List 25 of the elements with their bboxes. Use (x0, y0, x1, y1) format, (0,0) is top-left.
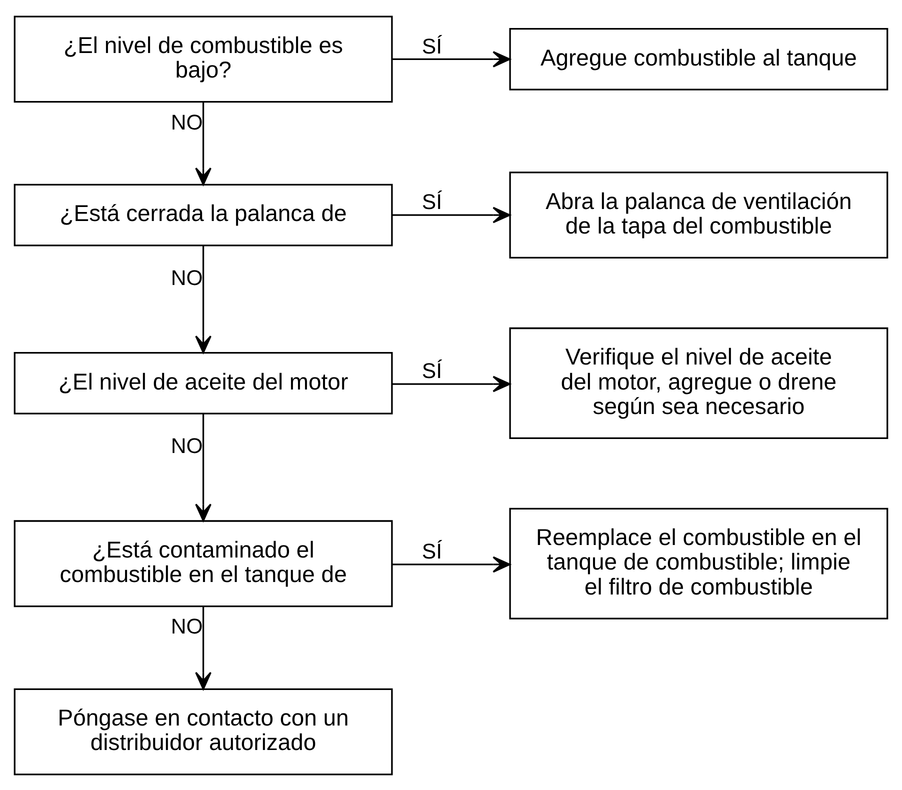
edge-label: NO (170, 434, 203, 458)
edge-label: SÍ (422, 358, 442, 383)
arrow (392, 50, 511, 67)
arrow (195, 102, 212, 185)
node-box: ¿El nivel de combustible es bajo? (14, 15, 393, 102)
node-box: Agregue combustible al tanque (509, 28, 888, 90)
arrow (195, 245, 212, 353)
edge-label: NO (170, 110, 203, 134)
node-box: Verifique el nivel de aceite del motor, agregue o drene según sea necesario (509, 326, 888, 438)
node-box: Reemplace el combustible en el tanque de combustible; limpie el filtro de combustible (509, 507, 888, 619)
node-box: Abra la palanca de ventilación de la tapa del combustible (509, 171, 888, 258)
edge-label: SÍ (422, 539, 442, 564)
arrow (392, 375, 511, 392)
node-box: ¿Está cerrada la palanca de (14, 183, 393, 246)
arrow (195, 413, 212, 521)
node-box: ¿Está contaminado el combustible en el tanque de (14, 520, 393, 607)
arrow (392, 206, 511, 223)
arrow (195, 606, 212, 690)
node-box: Póngase en contacto con un distribuidor autorizado (14, 688, 393, 775)
arrow (392, 556, 511, 572)
edge-label: NO (170, 266, 203, 290)
edge-label: NO (170, 614, 203, 638)
edge-label: SÍ (422, 190, 442, 214)
edge-label: SÍ (422, 34, 442, 58)
node-box: ¿El nivel de aceite del motor (14, 352, 393, 414)
